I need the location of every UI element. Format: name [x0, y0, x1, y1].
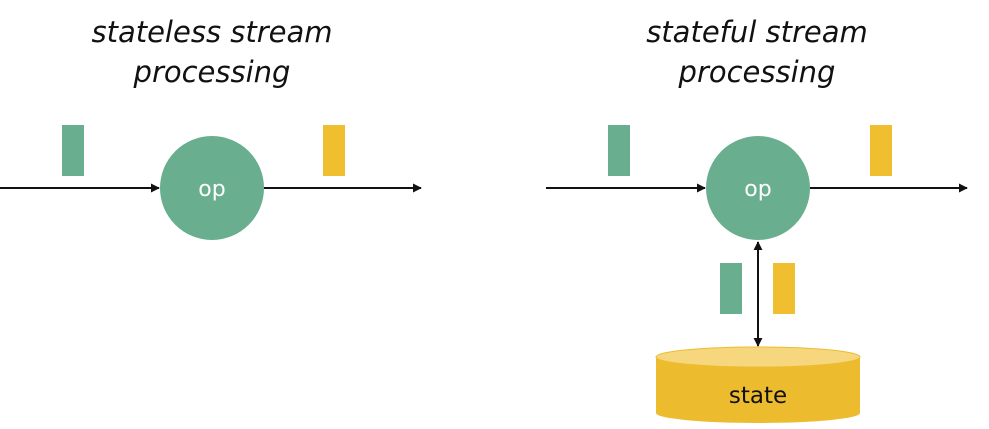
state-store-label: state	[729, 383, 787, 409]
stateless-diagram: stateless stream processing op	[0, 15, 422, 240]
stateless-input-event	[62, 125, 84, 176]
stateless-title-line2: processing	[133, 55, 291, 89]
stateful-diagram: stateful stream processing op state	[546, 15, 968, 423]
stateful-output-event	[870, 125, 892, 176]
stateless-title-line1: stateless stream	[91, 15, 332, 49]
stateful-operator-label: op	[744, 177, 771, 202]
stateless-operator-label: op	[198, 177, 225, 202]
state-store: state	[655, 346, 861, 423]
state-store-top	[655, 346, 861, 368]
state-store-body	[656, 357, 860, 423]
stateful-title-line1: stateful stream	[646, 15, 868, 49]
stateful-operator-node	[706, 136, 810, 240]
stateful-input-event	[608, 125, 630, 176]
stateless-output-event	[323, 125, 345, 176]
stateless-operator-node	[160, 136, 264, 240]
state-read-event	[720, 263, 742, 314]
stateful-title-line2: processing	[678, 55, 836, 89]
state-write-event	[773, 263, 795, 314]
